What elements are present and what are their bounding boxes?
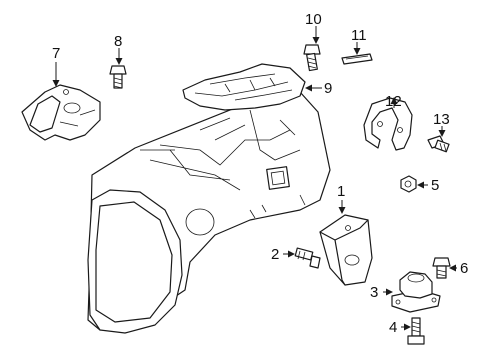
bolt-part-6 <box>432 257 451 279</box>
nut-part-5 <box>400 175 417 193</box>
callout-11: 11 <box>351 27 367 44</box>
callout-5: 5 <box>431 177 439 194</box>
callout-10: 10 <box>305 11 322 28</box>
bolt-part-4 <box>407 317 425 345</box>
mount-bracket-part-7 <box>21 84 101 141</box>
callout-1: 1 <box>337 183 345 200</box>
mount-bracket-part-1 <box>319 214 373 286</box>
callout-7: 7 <box>52 45 60 62</box>
clip-part-11 <box>341 53 373 65</box>
callout-8: 8 <box>114 33 122 50</box>
callout-12: 12 <box>385 93 402 110</box>
callout-2: 2 <box>271 246 279 263</box>
callout-13: 13 <box>433 111 450 128</box>
transmission-case <box>87 91 331 334</box>
bracket-part-12 <box>363 97 413 151</box>
bolt-part-8 <box>109 65 127 89</box>
heat-shield-part-9 <box>182 63 306 111</box>
callout-4: 4 <box>389 319 397 336</box>
callout-3: 3 <box>370 284 378 301</box>
bolt-part-13 <box>427 135 450 153</box>
bolt-part-2 <box>294 247 321 269</box>
callout-9: 9 <box>324 80 332 97</box>
callout-labels: 7 8 10 11 9 12 13 5 1 2 3 6 4 <box>52 11 468 336</box>
callout-6: 6 <box>460 260 468 277</box>
leader-lines <box>52 26 457 331</box>
bolt-part-10 <box>303 44 321 72</box>
engine-mount-part-3 <box>391 271 441 313</box>
